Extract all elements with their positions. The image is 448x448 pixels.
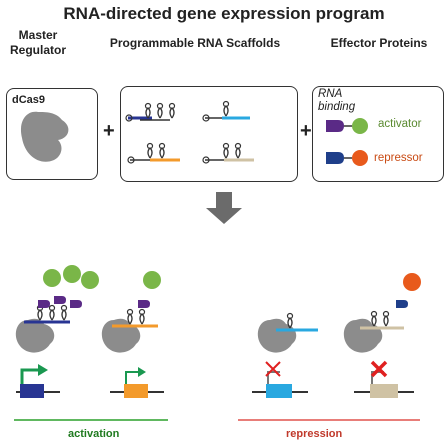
dcas9-icon (20, 111, 69, 162)
gene-2 (110, 367, 164, 398)
effectors-header: Effector Proteins (330, 36, 428, 50)
complex-2 (101, 271, 161, 353)
complex-4 (343, 273, 421, 353)
scaffold-rna-4 (202, 142, 254, 164)
activator-label: activator (378, 118, 422, 130)
repression-label: repression (286, 428, 343, 440)
scaffolds-header: Programmable RNA Scaffolds (109, 36, 281, 50)
page-title: RNA-directed gene expression program (63, 4, 385, 23)
complex-3 (257, 312, 318, 353)
gene-4 (354, 360, 414, 398)
complex-1 (15, 265, 99, 353)
repressor-label: repressor (374, 152, 423, 164)
effectors-box (312, 86, 444, 182)
plus-sign-2: + (300, 120, 312, 142)
scaffolds-box (120, 86, 298, 182)
repressor-effector-icon (326, 150, 368, 166)
down-arrow-icon (206, 192, 242, 224)
activator-effector-icon (326, 118, 368, 134)
scaffold-rna-2 (202, 100, 250, 122)
master-regulator-header: Master Regulator (9, 28, 66, 57)
scaffold-rna-3 (127, 142, 180, 164)
gene-3 (252, 361, 308, 398)
dcas9-label: dCas9 (12, 94, 46, 106)
gene-1 (16, 364, 60, 398)
rna-binding-label: RNA binding (318, 88, 356, 113)
scaffold-rna-1 (125, 102, 176, 122)
activation-label: activation (68, 428, 120, 440)
plus-sign-1: + (103, 120, 115, 142)
